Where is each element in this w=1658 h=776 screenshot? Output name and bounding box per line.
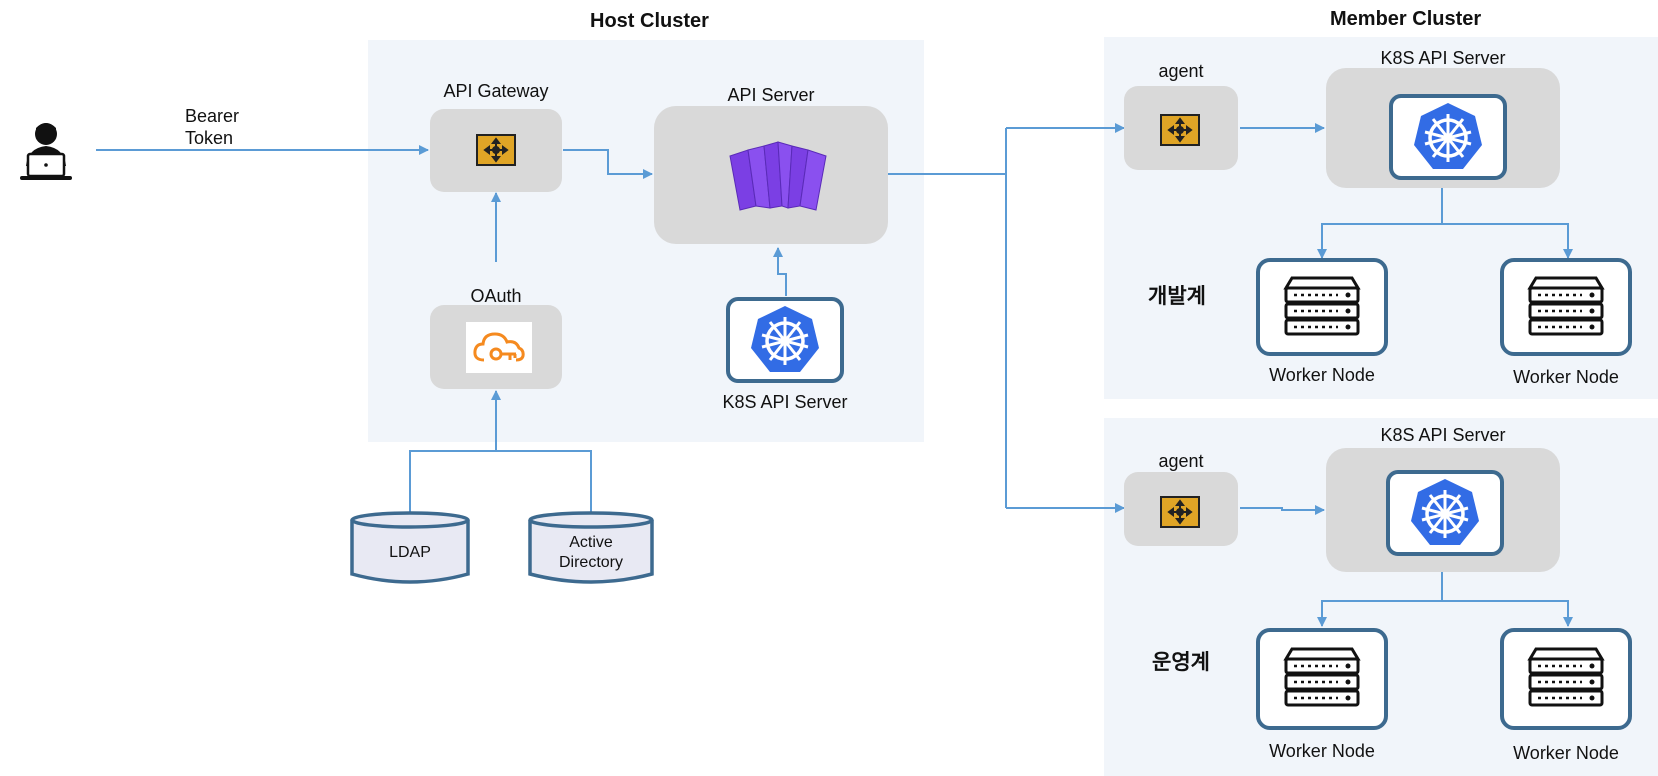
apiserver-to-members-lines <box>888 128 1007 508</box>
ldap-database-icon[interactable] <box>350 510 470 586</box>
dev-worker-node-2-server-icon <box>1526 274 1606 340</box>
dev-worker-node-2-label: Worker Node <box>1513 367 1619 387</box>
dev-environment-label: 개발계 <box>1148 285 1206 308</box>
bearer-token-label-line2: Token <box>185 128 234 148</box>
active-directory-database-icon[interactable] <box>528 510 654 586</box>
prod-worker1-arrow <box>1317 600 1442 627</box>
ldap-label: LDAP <box>389 544 431 561</box>
user-laptop-icon <box>14 114 94 188</box>
host-cluster-title: Host Cluster <box>590 10 709 32</box>
prod-worker-node-1-label: Worker Node <box>1269 741 1375 761</box>
prod-environment-label: 운영계 <box>1152 651 1210 674</box>
dev-worker-node-1-server-icon <box>1282 274 1362 340</box>
dev-worker2-arrow <box>1442 223 1573 259</box>
dev-agent-gateway-icon <box>1160 114 1200 146</box>
prod-kubernetes-icon <box>1408 475 1482 549</box>
api-server-label: API Server <box>727 85 815 105</box>
dev-worker1-arrow <box>1317 223 1442 259</box>
prod-worker-node-2-label: Worker Node <box>1513 743 1619 763</box>
prod-agent-label: agent <box>1158 451 1204 471</box>
active-directory-label-line2: Directory <box>558 554 623 571</box>
dev-k8s-api-server-label: K8S API Server <box>1380 48 1506 68</box>
host-kubernetes-icon <box>748 302 822 376</box>
prod-k8s-api-server-label: K8S API Server <box>1380 425 1506 445</box>
gateway-icon <box>476 134 516 166</box>
api-gateway-label: API Gateway <box>443 81 549 101</box>
active-directory-label-line1: Active <box>569 534 613 551</box>
dev-kubernetes-icon <box>1411 99 1485 173</box>
dev-worker-node-1-label: Worker Node <box>1269 365 1375 385</box>
bearer-token-label-line1: Bearer <box>185 106 240 126</box>
api-server-icon <box>726 136 830 214</box>
gateway-to-apiserver-arrow <box>563 149 653 179</box>
host-k8s-api-server-label: K8S API Server <box>722 392 848 412</box>
oauth-cloud-key-icon <box>466 322 532 373</box>
dev-agent-label: agent <box>1158 61 1204 81</box>
k8s-to-apiserver-arrow <box>773 247 787 296</box>
prod-worker2-arrow <box>1442 600 1573 627</box>
prod-agent-gateway-icon <box>1160 496 1200 528</box>
oauth-label: OAuth <box>470 286 522 306</box>
prod-worker-node-2-server-icon <box>1526 645 1606 711</box>
prod-worker-node-1-server-icon <box>1282 645 1362 711</box>
member-cluster-title: Member Cluster <box>1330 8 1482 30</box>
prod-agent-to-k8s-arrow <box>1240 505 1325 515</box>
datasources-to-oauth-lines <box>409 450 592 512</box>
